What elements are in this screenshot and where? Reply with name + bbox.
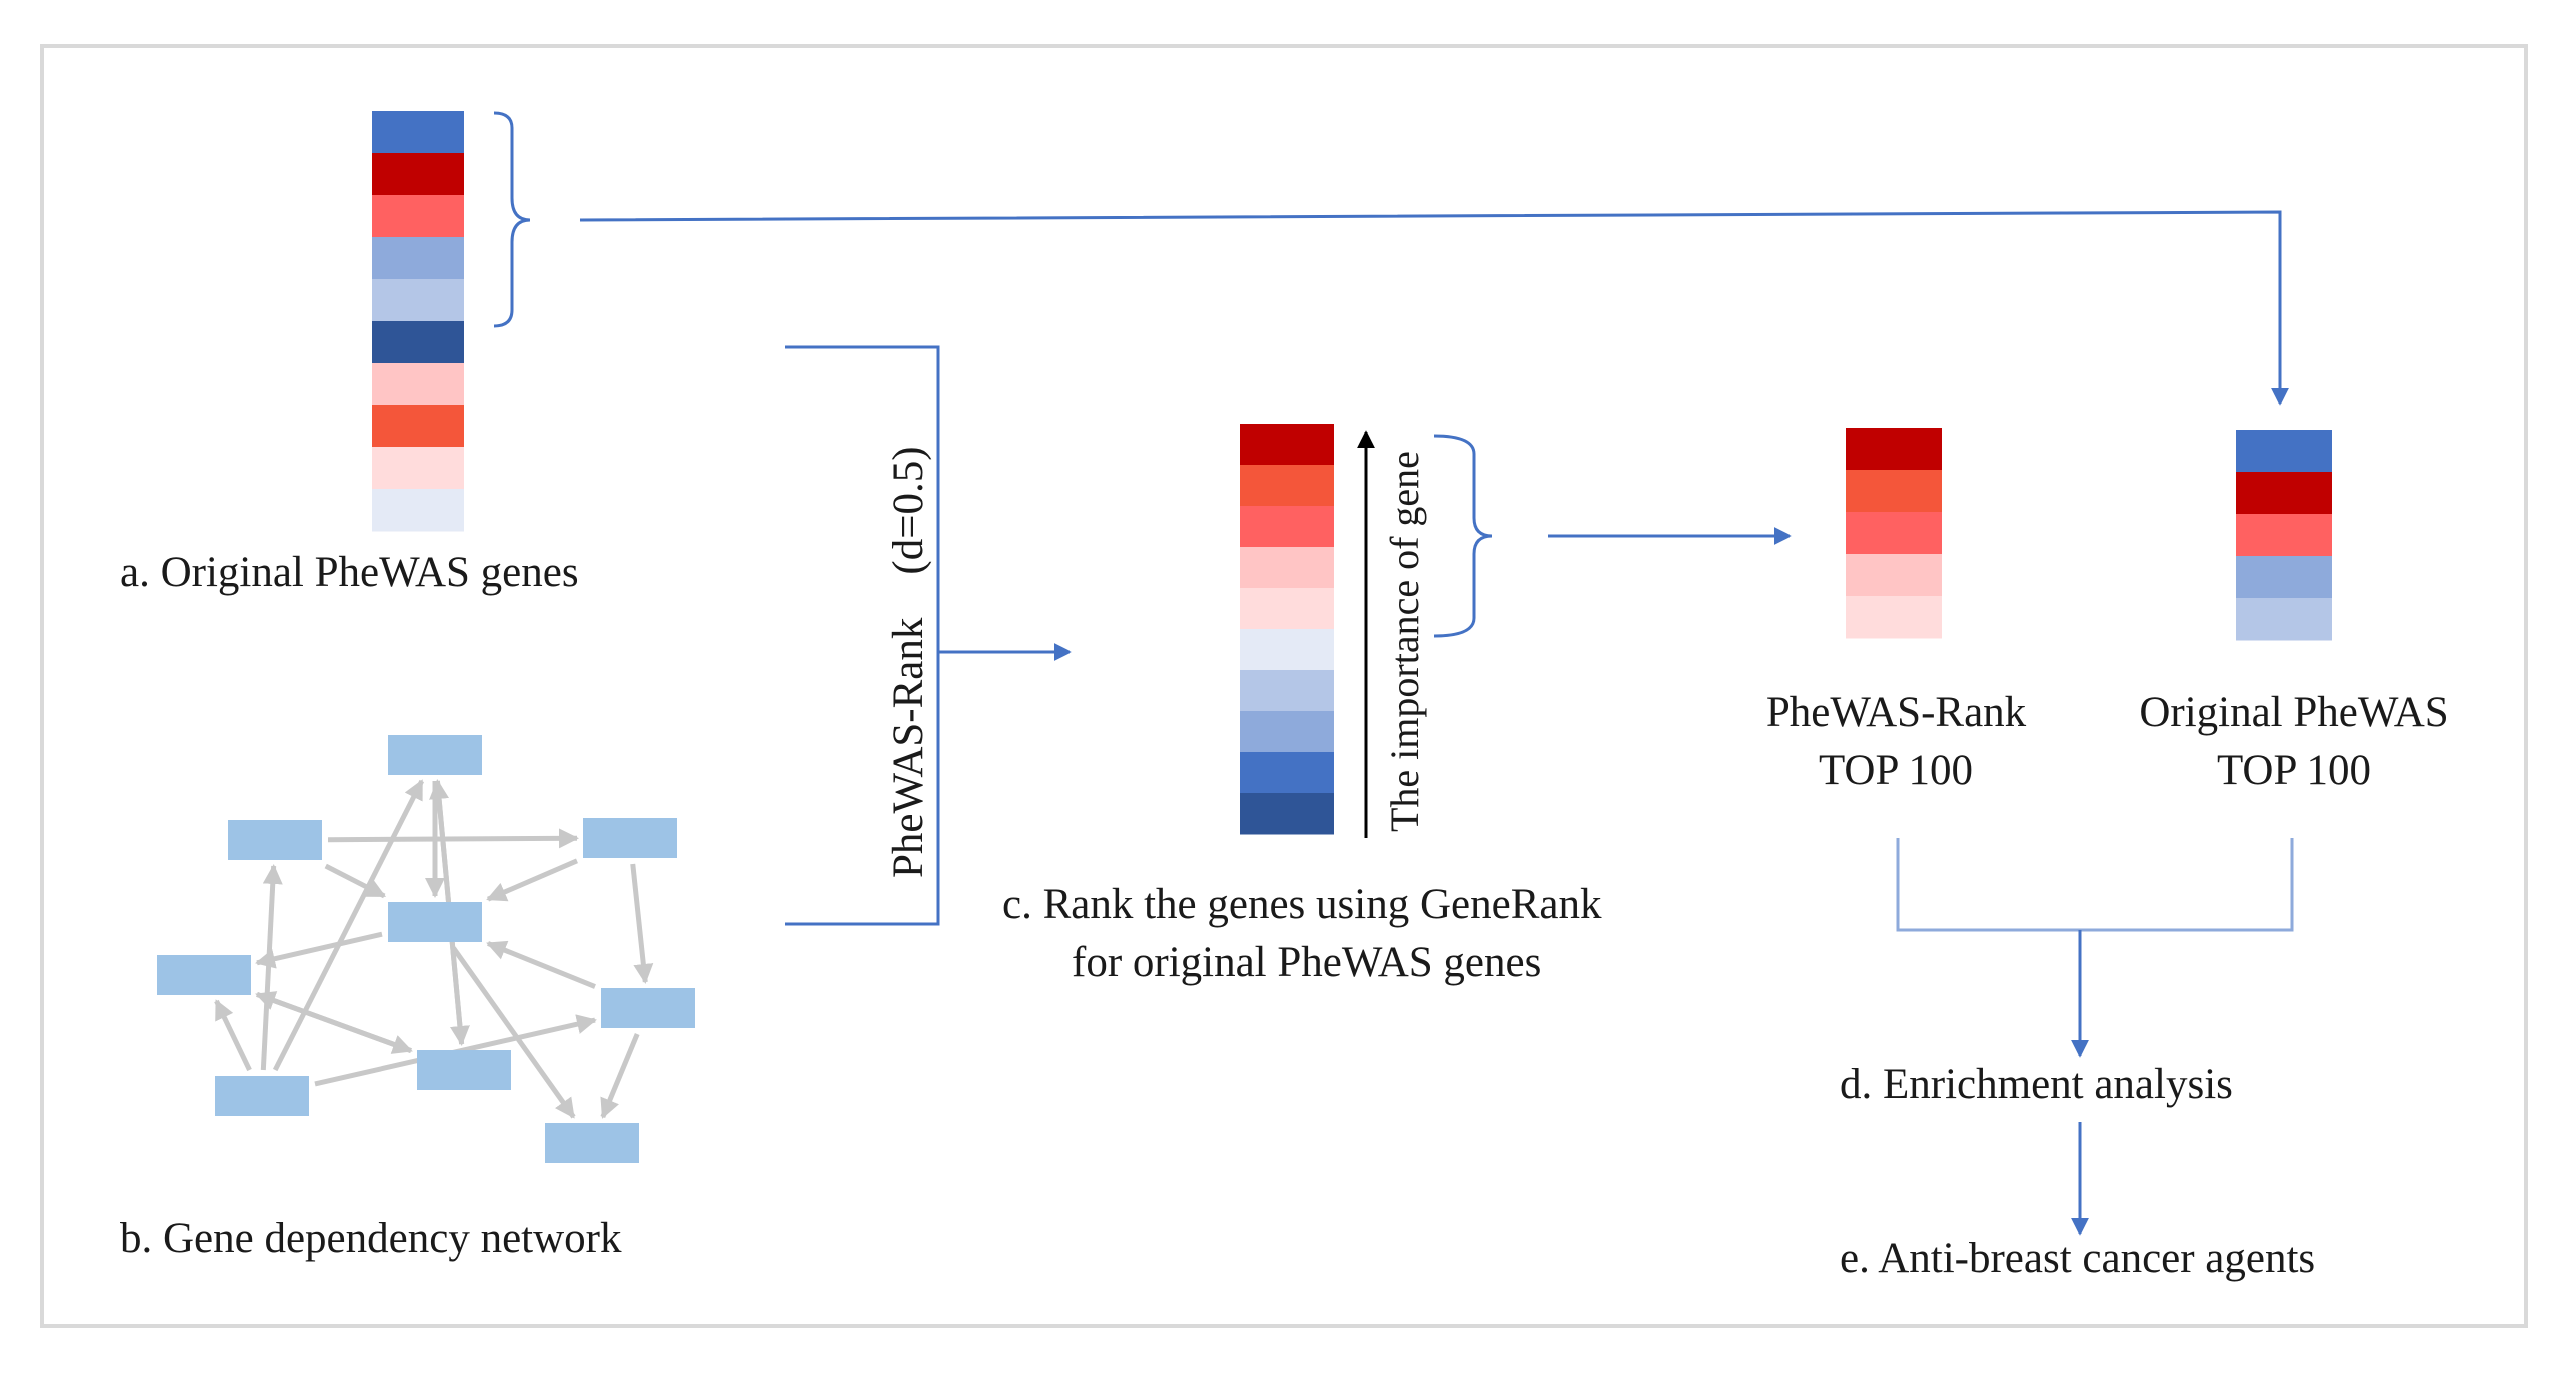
network-edge xyxy=(451,946,576,1119)
network-node xyxy=(157,955,251,995)
network-node xyxy=(388,902,482,942)
top-rank-gene-cell xyxy=(1846,596,1942,639)
original-gene-cell xyxy=(372,405,464,448)
original-genes-column xyxy=(372,111,464,532)
network-node xyxy=(215,1076,309,1116)
original-gene-cell xyxy=(372,111,464,154)
ranked-gene-cell xyxy=(1240,506,1334,548)
original-gene-cell xyxy=(372,153,464,196)
network-edge xyxy=(255,931,383,969)
network-node xyxy=(583,818,677,858)
top-rank-gene-cell xyxy=(1846,512,1942,555)
network-nodes xyxy=(157,735,695,1163)
original-top-brace xyxy=(493,111,531,328)
top-rank-gene-cell xyxy=(1846,554,1942,597)
label-rank-genes-line2: for original PheWAS genes xyxy=(1072,939,1541,986)
original-gene-cell xyxy=(372,237,464,280)
outer-frame xyxy=(40,44,2528,1328)
top-orig-gene-cell xyxy=(2236,430,2332,473)
top-orig-gene-cell xyxy=(2236,514,2332,557)
ranked-top-brace xyxy=(1433,434,1493,638)
network-node xyxy=(545,1123,639,1163)
original-gene-cell xyxy=(372,489,464,532)
top-rank-gene-cell xyxy=(1846,428,1942,471)
label-importance: The importance of gene xyxy=(1382,451,1427,832)
ranked-gene-cell xyxy=(1240,588,1334,630)
phewas-rank-bracket xyxy=(785,345,940,926)
ranked-genes-column xyxy=(1240,424,1334,835)
ranked-gene-cell xyxy=(1240,424,1334,466)
ranked-gene-cell xyxy=(1240,752,1334,794)
label-top-rank-1: PheWAS-Rank xyxy=(1766,689,2027,736)
ranked-gene-cell xyxy=(1240,793,1334,835)
top-orig-gene-cell xyxy=(2236,472,2332,515)
label-top-orig-1: Original PheWAS xyxy=(2139,689,2448,736)
original-gene-cell xyxy=(372,363,464,406)
network-edge xyxy=(486,858,578,902)
ranked-gene-cell xyxy=(1240,629,1334,671)
network-edge xyxy=(272,779,425,1072)
label-gene-network: b. Gene dependency network xyxy=(120,1215,622,1262)
network-edge xyxy=(255,991,412,1053)
label-top-orig-2: TOP 100 xyxy=(2217,747,2371,794)
network-node xyxy=(601,988,695,1028)
label-enrichment: d. Enrichment analysis xyxy=(1840,1061,2233,1108)
original-gene-cell xyxy=(372,279,464,322)
original-gene-cell xyxy=(372,321,464,364)
network-edge xyxy=(486,940,596,989)
original-gene-cell xyxy=(372,447,464,490)
network-edge xyxy=(260,864,283,1071)
combine-lines xyxy=(1896,838,2294,932)
ranked-gene-cell xyxy=(1240,711,1334,753)
network-edge xyxy=(630,863,654,984)
top-orig-gene-cell xyxy=(2236,556,2332,599)
ranked-gene-cell xyxy=(1240,547,1334,589)
label-rank-genes-line1: c. Rank the genes using GeneRank xyxy=(1002,881,1602,928)
network-node xyxy=(228,820,322,860)
top-orig-gene-cell xyxy=(2236,598,2332,641)
network-edges xyxy=(214,779,654,1119)
label-rank-method: PheWAS-Rank (d=0.5) xyxy=(885,446,932,878)
original-gene-cell xyxy=(372,195,464,238)
original-top-arrow xyxy=(579,210,2289,406)
label-original-genes: a. Original PheWAS genes xyxy=(120,549,579,596)
phewas-rank-top-column xyxy=(1846,428,1942,639)
network-node xyxy=(417,1050,511,1090)
ranked-gene-cell xyxy=(1240,670,1334,712)
network-edge xyxy=(600,1033,640,1119)
network-node xyxy=(388,735,482,775)
network-edge xyxy=(327,828,579,849)
top-rank-gene-cell xyxy=(1846,470,1942,513)
label-agents: e. Anti-breast cancer agents xyxy=(1840,1235,2315,1282)
label-top-rank-2: TOP 100 xyxy=(1819,747,1973,794)
network-edge xyxy=(214,999,252,1072)
original-phewas-top-column xyxy=(2236,430,2332,641)
network-edge xyxy=(324,863,387,899)
ranked-gene-cell xyxy=(1240,465,1334,507)
